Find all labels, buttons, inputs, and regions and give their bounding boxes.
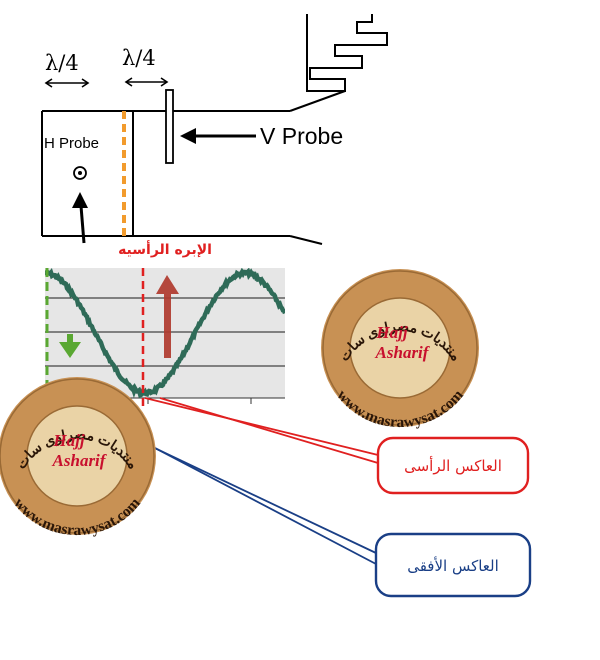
vertical-reflector-label: العاكس الرأسى — [404, 456, 502, 475]
v-probe-label: V Probe — [260, 123, 343, 149]
v-probe-arrow — [180, 128, 256, 144]
horizontal-reflector-label: العاكس الأفقى — [407, 556, 499, 575]
dot-in-circle-icon — [73, 166, 87, 180]
watermark-seal: منتديات مصراوى سات www.masrawysat.com Ha… — [321, 269, 479, 431]
h-probe-arrow — [72, 192, 88, 244]
seal-signature-line1: Hajj — [52, 431, 84, 450]
waveguide — [41, 90, 346, 245]
seal-signature-line2: Asharif — [375, 343, 431, 362]
quarter-wave-right: λ/4 — [122, 46, 169, 87]
seal-signature-line2: Asharif — [52, 451, 108, 470]
watermark-seal: منتديات مصراوى سات www.masrawysat.com Ha… — [0, 377, 156, 539]
vertical-reflector-callout: العاكس الرأسى — [376, 436, 530, 495]
seal-signature-line1: Hajj — [375, 323, 407, 342]
horizontal-reflector-callout: العاكس الأفقى — [374, 532, 532, 598]
down-arrow-icon — [59, 334, 81, 358]
up-arrow-icon — [156, 275, 179, 358]
lambda-right-label: λ/4 — [122, 46, 156, 70]
v-probe-element — [165, 89, 174, 164]
lambda-left-label: λ/4 — [45, 51, 79, 75]
sine-wave — [45, 268, 285, 398]
vertical-reflector-leader — [144, 397, 379, 464]
feed-horn — [306, 14, 388, 92]
vertical-needle-label: الإبره الرأسيه — [118, 240, 212, 258]
quarter-wave-left: λ/4 — [44, 51, 90, 88]
h-probe-label: H Probe — [44, 135, 99, 152]
